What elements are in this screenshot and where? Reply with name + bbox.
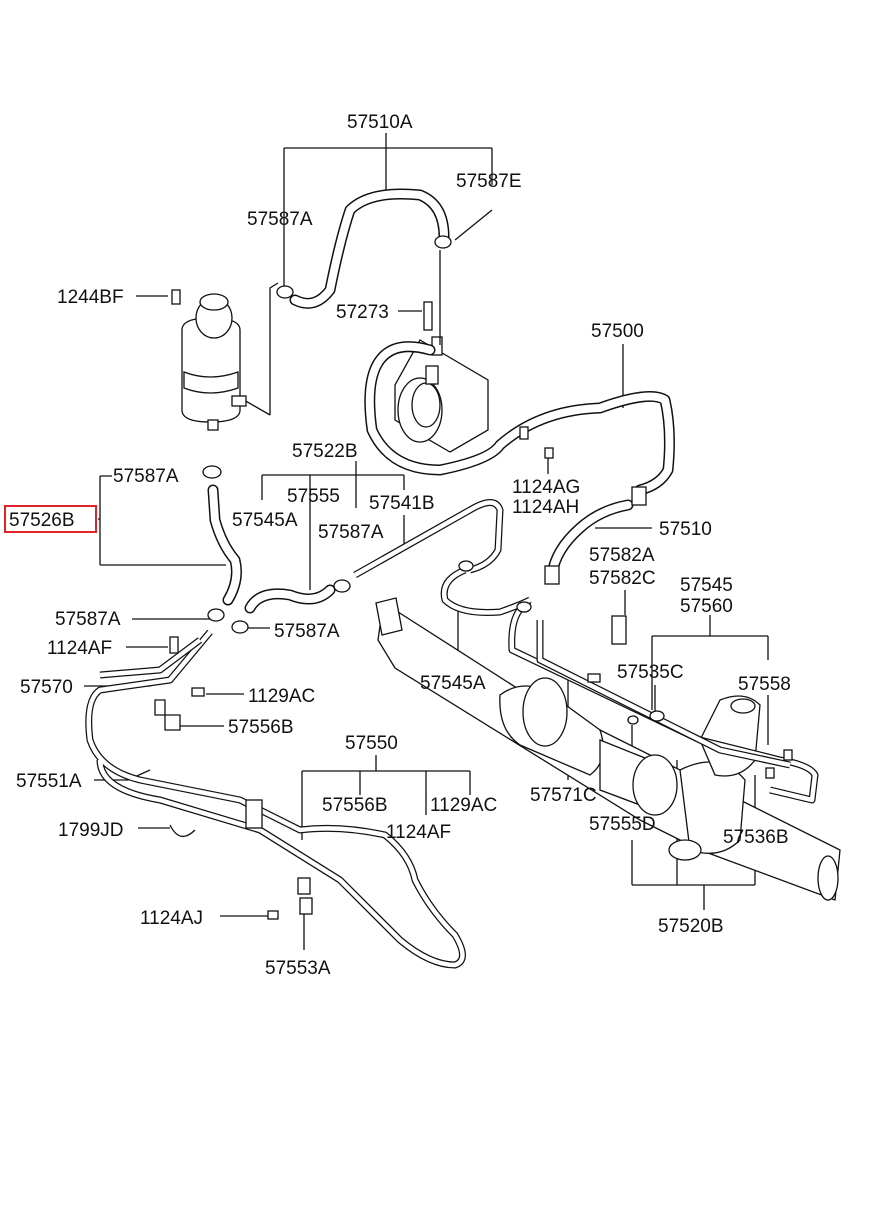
label-57556B-a[interactable]: 57556B <box>228 717 294 738</box>
label-1124AF-b[interactable]: 1124AF <box>386 822 451 843</box>
hoses <box>207 188 675 616</box>
label-1124AF-a[interactable]: 1124AF <box>47 638 112 659</box>
label-1124AJ[interactable]: 1124AJ <box>140 908 203 929</box>
label-57551A[interactable]: 57551A <box>16 771 82 792</box>
label-57582C[interactable]: 57582C <box>589 568 656 589</box>
label-1129AC-b[interactable]: 1129AC <box>430 795 497 816</box>
label-57510[interactable]: 57510 <box>659 519 712 540</box>
label-57558[interactable]: 57558 <box>738 674 791 695</box>
label-57545A-a[interactable]: 57545A <box>232 510 298 531</box>
label-57535C[interactable]: 57535C <box>617 662 684 683</box>
clamps-and-fasteners <box>154 235 793 920</box>
steering-gear-assembly <box>375 597 841 901</box>
label-57570[interactable]: 57570 <box>20 677 73 698</box>
power-steering-pump <box>394 336 489 453</box>
label-1244BF[interactable]: 1244BF <box>57 287 124 308</box>
label-1799JD[interactable]: 1799JD <box>58 820 124 841</box>
label-57522B[interactable]: 57522B <box>292 441 358 462</box>
label-57587A-mid[interactable]: 57587A <box>318 522 384 543</box>
label-57541B[interactable]: 57541B <box>369 493 435 514</box>
label-57545A-b[interactable]: 57545A <box>420 673 486 694</box>
label-57582A[interactable]: 57582A <box>589 545 655 566</box>
label-1129AC-a[interactable]: 1129AC <box>248 686 315 707</box>
label-57571C[interactable]: 57571C <box>530 785 597 806</box>
label-1124AG[interactable]: 1124AG <box>512 477 580 498</box>
label-57587E[interactable]: 57587E <box>456 171 522 192</box>
label-57555-top[interactable]: 57555 <box>287 486 340 507</box>
label-57555D[interactable]: 57555D <box>589 814 656 835</box>
label-57587A-l2[interactable]: 57587A <box>55 609 121 630</box>
reservoir-tank <box>181 293 247 431</box>
label-57500[interactable]: 57500 <box>591 321 644 342</box>
label-1124AH[interactable]: 1124AH <box>512 497 579 518</box>
label-57556B-b[interactable]: 57556B <box>322 795 388 816</box>
label-57536B[interactable]: 57536B <box>723 827 789 848</box>
gear-pipes <box>508 602 819 804</box>
label-57553A[interactable]: 57553A <box>265 958 331 979</box>
label-57520B[interactable]: 57520B <box>658 916 724 937</box>
label-57587A-l3[interactable]: 57587A <box>274 621 340 642</box>
label-57587A-left[interactable]: 57587A <box>113 466 179 487</box>
label-57545[interactable]: 57545 <box>680 575 733 596</box>
label-57550[interactable]: 57550 <box>345 733 398 754</box>
label-57510A[interactable]: 57510A <box>347 112 413 133</box>
cooler-lines <box>85 629 466 969</box>
label-57587A-top[interactable]: 57587A <box>247 209 313 230</box>
label-57560[interactable]: 57560 <box>680 596 733 617</box>
label-57273[interactable]: 57273 <box>336 302 389 323</box>
part-labels: 57510A 57587E 57587A 1244BF 57273 57500 … <box>9 112 791 979</box>
highlight-box <box>4 505 97 533</box>
label-57526B[interactable]: 57526B <box>9 510 75 531</box>
